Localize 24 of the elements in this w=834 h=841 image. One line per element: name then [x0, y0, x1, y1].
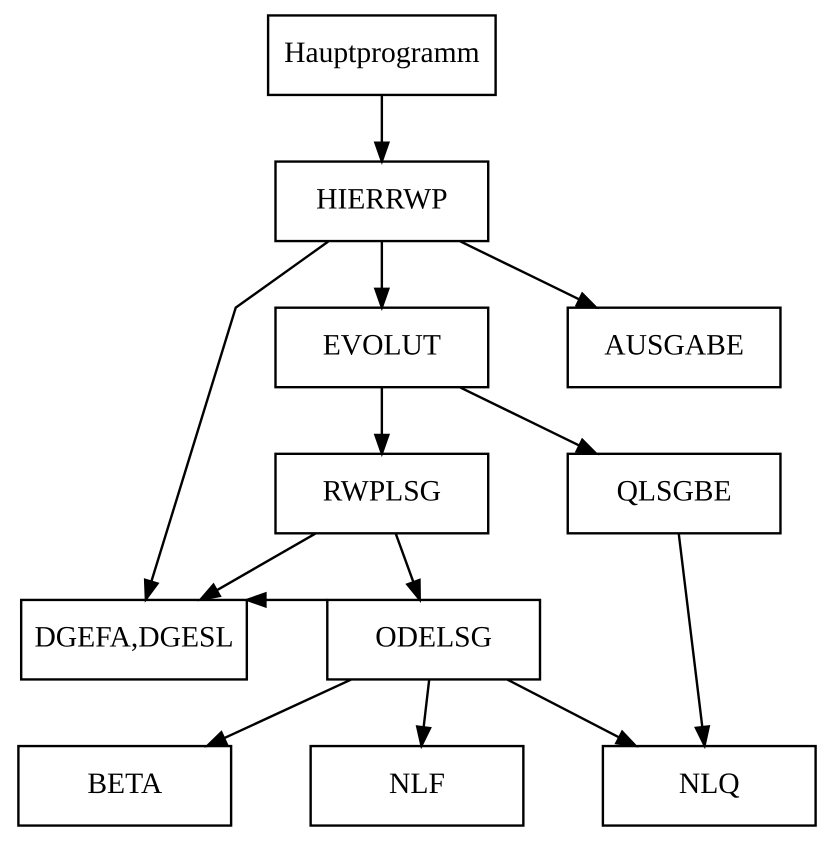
arrow: [243, 592, 328, 608]
arrow: [374, 387, 390, 458]
arrow: [197, 532, 316, 602]
node-box: RWPLSG: [274, 452, 490, 535]
node-box: NLF: [309, 744, 525, 827]
node-box: AUSGABE: [566, 306, 782, 388]
node-box: DGEFA,DGESL: [20, 598, 248, 681]
arrow: [204, 678, 352, 748]
node-box: ODELSG: [326, 598, 542, 681]
node-box: Hauptprogramm: [266, 14, 497, 96]
arrow: [394, 533, 421, 603]
node-box: HIERRWP: [274, 160, 490, 242]
arrow: [374, 241, 390, 311]
node-box: NLQ: [602, 744, 817, 827]
arrow: [144, 240, 329, 603]
arrow: [506, 678, 639, 748]
node-box: EVOLUT: [274, 306, 490, 388]
arrow: [460, 240, 600, 310]
node-box: QLSGBE: [566, 452, 782, 535]
arrow: [460, 386, 600, 456]
arrow: [678, 534, 710, 750]
arrow: [416, 680, 432, 750]
node-box: BETA: [17, 744, 232, 827]
arrow: [374, 95, 390, 165]
